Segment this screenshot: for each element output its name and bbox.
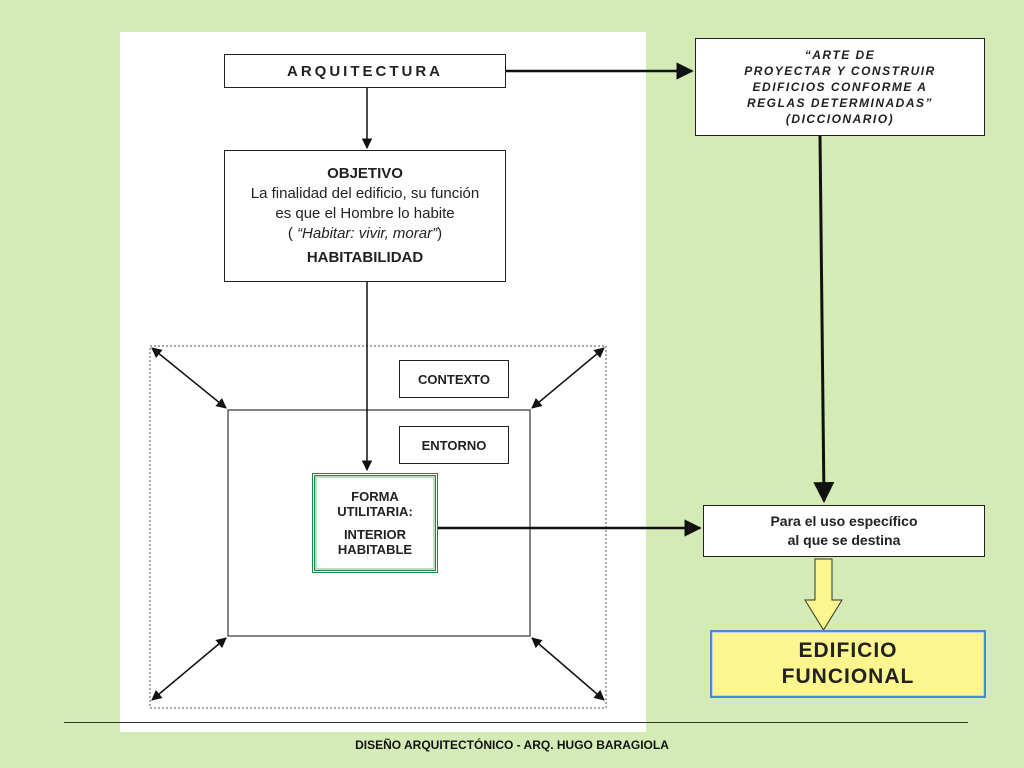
objetivo-line-2: es que el Hombre lo habite: [275, 205, 455, 222]
contexto-label: CONTEXTO: [418, 371, 490, 387]
habitabilidad-label: HABITABILIDAD: [306, 249, 424, 266]
arquitectura-label: ARQUITECTURA: [287, 62, 443, 80]
arrow-definicion-to-uso: [813, 135, 835, 504]
forma-line-4: HABITABLE: [337, 542, 413, 557]
definicion-line-3: EDIFICIOS CONFORME A: [752, 80, 928, 94]
diagonal-arrow-top-right: [531, 347, 605, 409]
diagonal-arrow-bottom-left: [151, 637, 227, 701]
forma-line-1: FORMA: [351, 489, 399, 504]
uso-line-1: Para el uso específico: [770, 513, 918, 529]
edificio-funcional-box: EDIFICIO FUNCIONAL: [710, 630, 986, 698]
footer-credit: DISEÑO ARQUITECTÓNICO - ARQ. HUGO BARAGI…: [355, 738, 669, 752]
objetivo-box: OBJETIVO La finalidad del edificio, su f…: [224, 150, 506, 282]
diagonal-arrow-top-left: [151, 347, 227, 409]
diagonal-arrow-bottom-right: [531, 637, 605, 701]
block-arrow-uso-to-edificio: [804, 558, 843, 631]
footer-divider: [64, 722, 968, 723]
entorno-label: ENTORNO: [421, 437, 487, 453]
entorno-box: ENTORNO: [399, 426, 509, 464]
contexto-box: CONTEXTO: [399, 360, 509, 398]
forma-line-3: INTERIOR: [343, 527, 407, 542]
definicion-line-5: (DICCIONARIO): [785, 112, 895, 126]
objetivo-title: OBJETIVO: [327, 165, 403, 182]
definicion-line-1: “ARTE DE: [804, 48, 876, 62]
uso-line-2: al que se destina: [787, 532, 901, 548]
objetivo-line-1: La finalidad del edificio, su función: [250, 185, 480, 202]
definicion-line-4: REGLAS DETERMINADAS”: [746, 96, 933, 110]
arquitectura-box: ARQUITECTURA: [224, 54, 506, 88]
uso-box: Para el uso específico al que se destina: [703, 505, 985, 557]
forma-line-2: UTILITARIA:: [337, 504, 413, 519]
edificio-line-2: FUNCIONAL: [781, 665, 915, 688]
environment-frame: [227, 409, 531, 637]
definicion-line-2: PROYECTAR Y CONSTRUIR: [744, 64, 936, 78]
objetivo-line-3: ( “Habitar: vivir, morar”): [287, 225, 443, 242]
definicion-box: “ARTE DE PROYECTAR Y CONSTRUIR EDIFICIOS…: [695, 38, 985, 136]
edificio-line-1: EDIFICIO: [798, 639, 898, 662]
forma-utilitaria-box: FORMA UTILITARIA: INTERIOR HABITABLE: [312, 473, 438, 573]
